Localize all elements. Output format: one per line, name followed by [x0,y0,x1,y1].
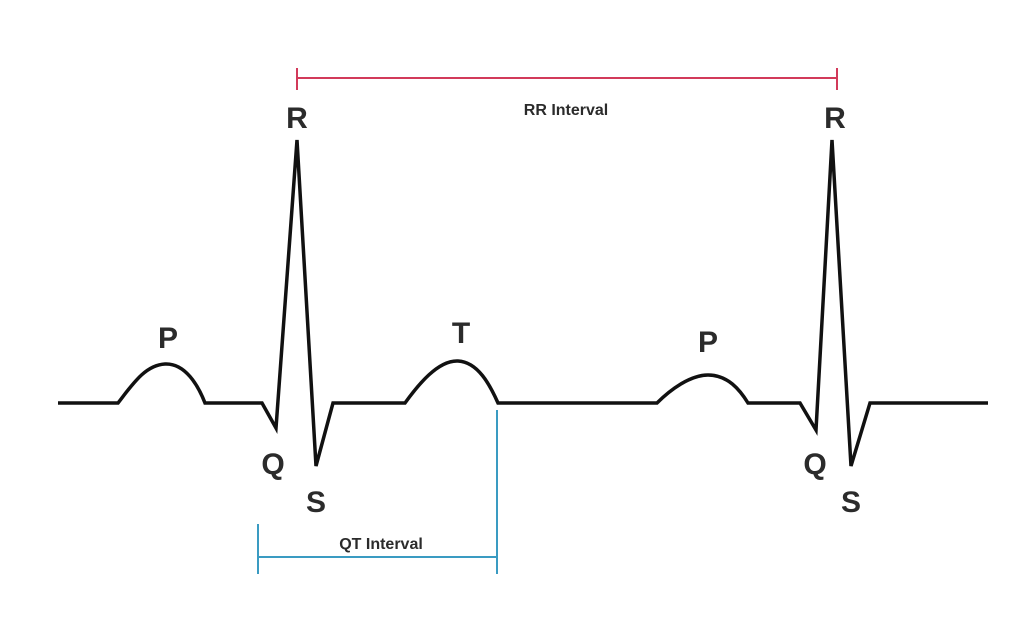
qt-interval-label: QT Interval [339,536,423,553]
rr-interval-label: RR Interval [524,102,608,119]
q-wave-label-1: Q [261,448,284,481]
s-wave-label-2: S [841,486,861,519]
ecg-trace [58,139,988,467]
p-wave-label-2: P [698,326,718,359]
r-wave-label-1: R [286,102,308,135]
s-wave-label-1: S [306,486,326,519]
qt-interval-bracket: QT Interval [257,410,498,574]
rr-interval-bracket: RR Interval [296,68,838,119]
p-wave-label-1: P [158,322,178,355]
t-wave-label: T [452,317,470,350]
q-wave-label-2: Q [803,448,826,481]
r-wave-label-2: R [824,102,846,135]
